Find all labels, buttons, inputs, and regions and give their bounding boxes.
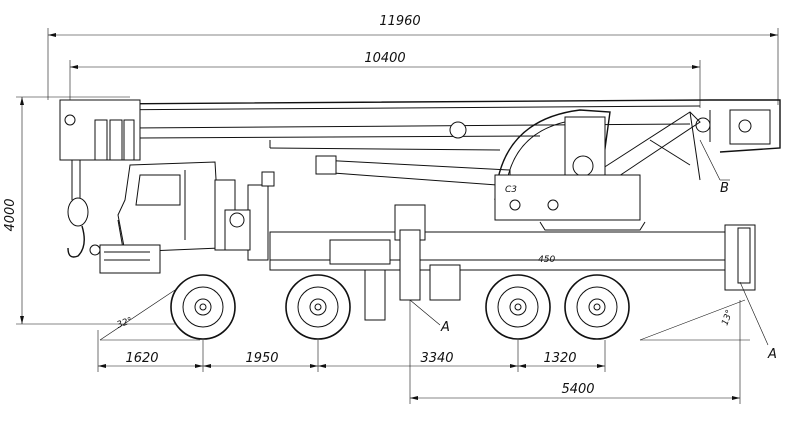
- wheel-3: [485, 274, 551, 340]
- section-b-label: B: [720, 181, 729, 196]
- section-a-left: A: [409, 299, 450, 335]
- departure-angle-label: 13°: [720, 309, 735, 327]
- boom-pivot-icon: [738, 119, 752, 133]
- boom: [91, 99, 781, 187]
- approach-angle-label: 32°: [116, 316, 134, 331]
- dim-front-overhang-label: 1620: [125, 351, 158, 366]
- section-b: B: [699, 139, 730, 196]
- small-dim-label: 450: [538, 255, 555, 265]
- wheel-2: [285, 274, 351, 340]
- section-a-right: A: [739, 281, 777, 362]
- dim-wheelbase-rear-label: 1320: [543, 351, 576, 366]
- dim-wheelbase-front-label: 1950: [245, 351, 278, 366]
- wheel-4: [564, 274, 630, 340]
- dim-overall-length: 11960: [47, 14, 779, 105]
- chassis: 450: [269, 204, 756, 321]
- section-a-left-label: A: [440, 320, 450, 335]
- cab-plate-label: C3: [505, 185, 517, 195]
- dim-overall-length-label: 11960: [379, 14, 420, 29]
- cab: [99, 161, 236, 274]
- wheel-1: [170, 274, 236, 340]
- dim-wheelbase-middle-label: 3340: [420, 351, 453, 366]
- departure-angle: 13°: [639, 299, 750, 341]
- turntable: C3 O1: [494, 109, 646, 253]
- section-a-right-label: A: [767, 347, 777, 362]
- dim-chain-lower: 1620 1950 3340 1320 5400: [97, 300, 741, 404]
- hook-assembly: [59, 99, 141, 258]
- dim-height: 4000: [3, 96, 175, 325]
- engine-column: [224, 171, 275, 261]
- hook-block-icon: [67, 197, 89, 227]
- dim-boom-length-label: 10400: [364, 51, 405, 66]
- dim-height-label: 4000: [3, 198, 18, 231]
- winch-drum-icon: [572, 155, 594, 177]
- dim-boom-length: 10400: [69, 51, 701, 108]
- dim-outrigger-base-label: 5400: [561, 382, 594, 397]
- boom-pulley-icon: [449, 121, 467, 139]
